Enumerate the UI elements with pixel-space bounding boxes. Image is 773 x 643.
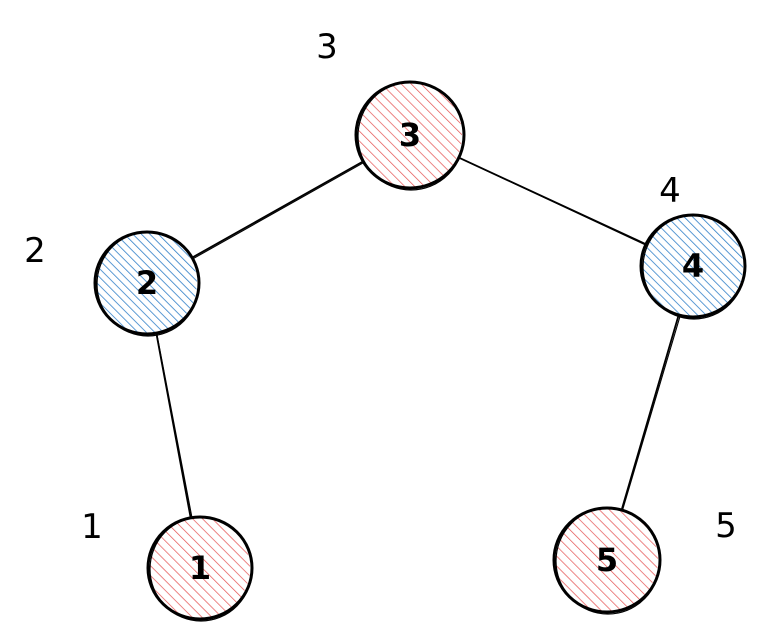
edge-4-5 bbox=[620, 315, 681, 511]
node-outline-sketch bbox=[357, 81, 465, 191]
node-4[interactable]: 4 bbox=[639, 213, 747, 320]
node-label: 2 bbox=[136, 264, 158, 302]
node-fill bbox=[150, 518, 250, 618]
node-fill bbox=[358, 83, 462, 187]
nodes-layer: 1 2 3 4 5 bbox=[93, 80, 747, 622]
node-1[interactable]: 1 bbox=[146, 515, 254, 622]
node-fill bbox=[643, 216, 743, 316]
node-fill bbox=[556, 509, 658, 611]
outer-label-3: 3 bbox=[316, 27, 338, 67]
labels-layer: 1 2 3 4 5 bbox=[24, 27, 737, 547]
edge-3-4 bbox=[458, 156, 647, 246]
outer-label-1: 1 bbox=[81, 507, 103, 547]
node-outline-sketch bbox=[642, 214, 746, 320]
outer-label-2: 2 bbox=[24, 231, 46, 271]
node-3[interactable]: 3 bbox=[354, 80, 466, 191]
outer-label-4: 4 bbox=[659, 171, 681, 211]
edges-layer bbox=[155, 156, 681, 519]
node-label: 1 bbox=[189, 549, 211, 587]
node-outline-sketch bbox=[149, 516, 253, 622]
node-outline-sketch bbox=[555, 507, 661, 615]
edge-1-2 bbox=[155, 333, 193, 519]
node-label: 3 bbox=[399, 116, 421, 154]
node-fill bbox=[97, 233, 197, 333]
node-outline-sketch bbox=[96, 231, 200, 337]
node-2[interactable]: 2 bbox=[93, 230, 201, 337]
edge-2-3 bbox=[191, 160, 365, 259]
outer-label-5: 5 bbox=[715, 506, 737, 546]
node-label: 4 bbox=[682, 247, 704, 285]
node-label: 5 bbox=[596, 541, 618, 579]
node-5[interactable]: 5 bbox=[552, 506, 662, 615]
